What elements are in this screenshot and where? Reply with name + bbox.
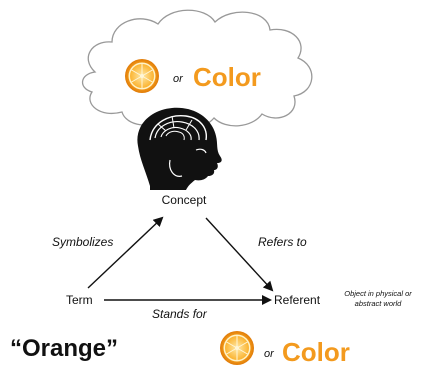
term-label: Term xyxy=(66,293,93,307)
symbolizes-arrow xyxy=(87,216,164,289)
orange-word: “Orange” xyxy=(10,335,118,362)
referent-note-line-2: abstract world xyxy=(355,299,403,308)
cloud-or-text: or xyxy=(173,73,184,85)
referent-label: Referent xyxy=(274,293,321,307)
bottom-color-text: Color xyxy=(282,337,350,367)
thought-cloud xyxy=(81,9,313,130)
refers-to-arrow xyxy=(205,217,274,292)
referent-note-line-1: Object in physical or xyxy=(344,289,412,298)
orange-slice-icon xyxy=(125,59,159,93)
bottom-or-text: or xyxy=(264,348,275,360)
refers-to-label: Refers to xyxy=(258,235,307,249)
orange-slice-icon xyxy=(220,331,254,365)
stands-for-label: Stands for xyxy=(152,307,208,321)
cloud-color-text: Color xyxy=(193,62,261,92)
head-brain-icon xyxy=(137,107,222,190)
symbolizes-label: Symbolizes xyxy=(52,235,113,249)
concept-label: Concept xyxy=(162,193,207,207)
